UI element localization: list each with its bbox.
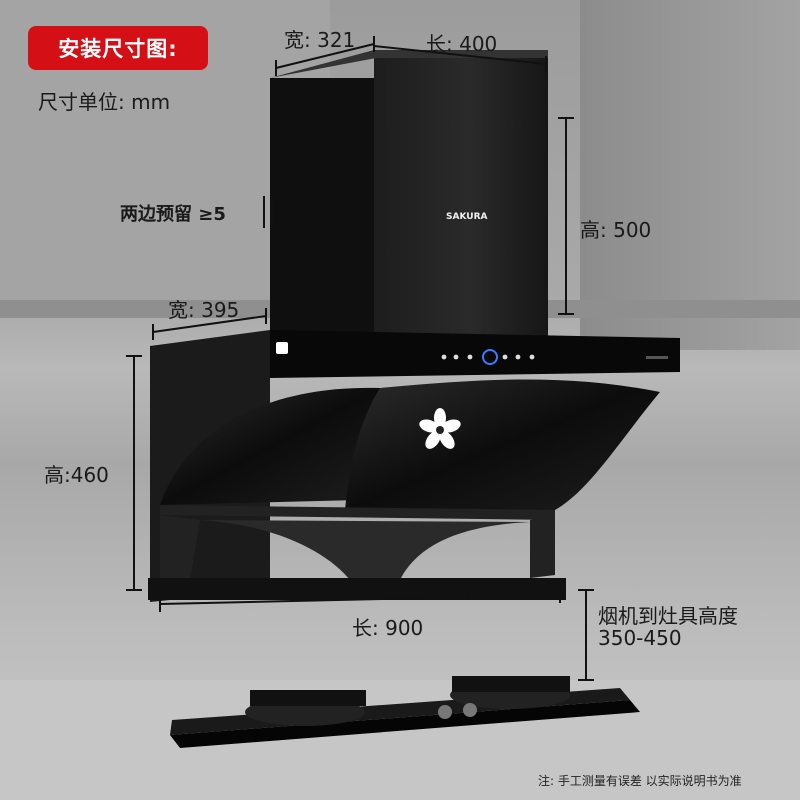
top-length-label: 长: 400 bbox=[426, 32, 498, 56]
intake-right bbox=[530, 515, 555, 578]
body-width-label: 宽: 395 bbox=[168, 298, 240, 322]
intake-left bbox=[160, 515, 200, 580]
unit-label: 尺寸单位: mm bbox=[38, 90, 171, 114]
chimney-front bbox=[374, 50, 548, 340]
footnote: 注: 手工测量有误差 以实际说明书为准 bbox=[538, 774, 742, 788]
hood-to-stove-value: 350-450 bbox=[598, 626, 682, 650]
pan-support-left bbox=[250, 690, 366, 706]
top-height-label: 高: 500 bbox=[580, 218, 652, 242]
upper-cabinet-right bbox=[580, 0, 800, 350]
touch-button-icon bbox=[502, 354, 508, 360]
pan-support-right bbox=[452, 676, 570, 692]
panel-bottom-edge bbox=[160, 505, 555, 520]
brand-logo: SAKURA bbox=[446, 212, 488, 222]
dimension-lines bbox=[126, 36, 594, 681]
knob-icon bbox=[463, 703, 477, 717]
chimney-side bbox=[270, 78, 376, 340]
left-deflector bbox=[160, 387, 380, 505]
hood-to-stove-label: 烟机到灶具高度 bbox=[598, 604, 738, 628]
center-panel bbox=[345, 379, 660, 510]
touch-button-icon bbox=[441, 354, 447, 360]
brand-logo-icon bbox=[276, 342, 288, 354]
body-height-label: 高:460 bbox=[44, 463, 109, 487]
power-button-icon bbox=[482, 349, 498, 365]
oil-tray bbox=[148, 578, 566, 600]
body-length-label: 长: 900 bbox=[352, 616, 424, 640]
knob-icon bbox=[438, 705, 452, 719]
control-strip bbox=[270, 330, 680, 378]
fan-cavity bbox=[200, 520, 530, 580]
touch-button-icon bbox=[529, 354, 535, 360]
gas-stove bbox=[170, 700, 640, 748]
model-label-mark bbox=[646, 356, 668, 359]
touch-button-icon bbox=[453, 354, 459, 360]
touch-button-icon bbox=[467, 354, 473, 360]
top-width-label: 宽: 321 bbox=[284, 28, 356, 52]
countertop bbox=[0, 680, 800, 800]
title-badge: 安装尺寸图: bbox=[28, 26, 208, 70]
side-clearance-label: 两边预留 ≥5 bbox=[120, 204, 226, 225]
sakura-flower-icon bbox=[419, 408, 461, 449]
touch-button-icon bbox=[515, 354, 521, 360]
